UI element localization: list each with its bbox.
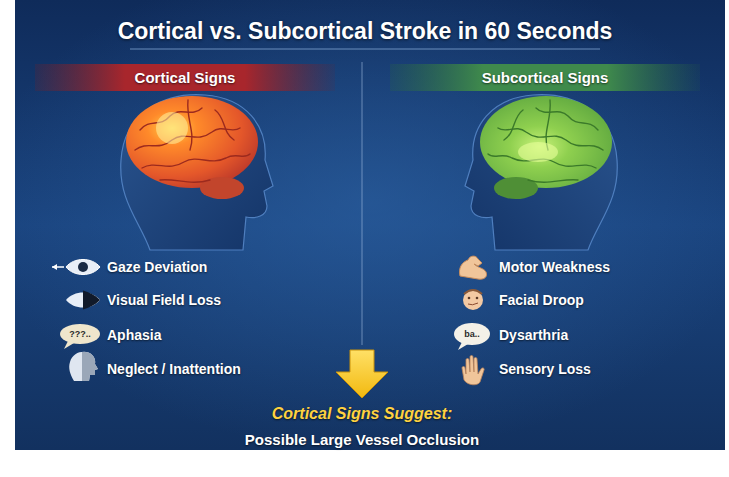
sign-label: Dysarthria (499, 327, 568, 343)
sign-label: Motor Weakness (499, 259, 610, 275)
sign-label: Visual Field Loss (107, 292, 221, 308)
callout-heading: Cortical Signs Suggest: (272, 405, 452, 423)
cortical-head (121, 95, 273, 250)
hand-icon (462, 356, 484, 385)
icon-text: ???.. (69, 329, 91, 339)
title: Cortical vs. Subcortical Stroke in 60 Se… (118, 18, 613, 45)
subcortical-head (465, 95, 617, 250)
band-heading: Subcortical Signs (482, 69, 609, 86)
sign-label: Gaze Deviation (107, 259, 207, 275)
muscle-icon (459, 256, 486, 279)
callout-text: Possible Large Vessel Occlusion (245, 431, 479, 448)
gaze-icon (52, 260, 100, 275)
face-icon (463, 290, 483, 310)
sign-label: Facial Droop (499, 292, 584, 308)
band-heading: Cortical Signs (135, 69, 236, 86)
sign-label: Aphasia (107, 327, 161, 343)
visual-field-icon (66, 291, 100, 310)
sign-label: Sensory Loss (499, 361, 591, 377)
icon-text: ba.. (464, 329, 480, 339)
speech-bubble-icon (454, 323, 490, 350)
neglect-head-icon (69, 352, 98, 381)
down-arrow (336, 350, 388, 398)
sign-label: Neglect / Inattention (107, 361, 241, 377)
speech-bubble-icon (60, 324, 100, 349)
header-band: Subcortical Signs (390, 64, 700, 91)
header-band: Cortical Signs (35, 64, 335, 91)
